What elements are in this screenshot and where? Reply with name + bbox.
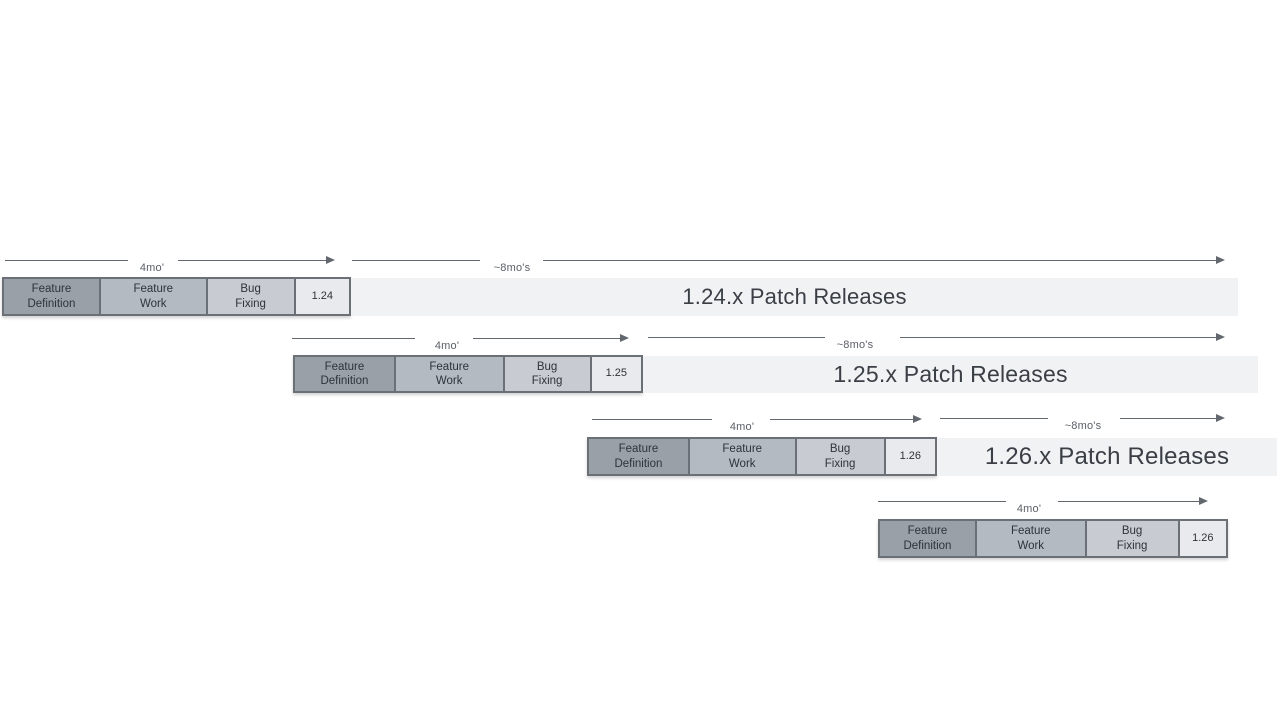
patch-releases-text: 1.25.x Patch Releases [833,361,1068,387]
arrow-line-with-head [178,255,335,264]
patch-duration-label: ~8mo's [832,339,878,351]
phase-label: Feature Work [133,283,174,310]
arrow-line-with-head [1120,413,1225,422]
patch-releases-bar-1-26: 1.26.x Patch Releases [937,438,1277,476]
version-box-next: 1.26 [1179,521,1227,556]
version-label: 1.24 [311,289,334,302]
release-phases-next: Feature Definition Feature Work Bug Fixi… [878,519,1228,558]
patch-cycle-arrow-1-25: ~8mo's [648,332,1225,353]
release-phases-1-25: Feature Definition Feature Work Bug Fixi… [293,355,643,393]
dev-cycle-arrow-next: 4mo' [878,496,1208,517]
dev-cycle-arrow-1-24: 4mo' [5,255,335,276]
patch-releases-text: 1.24.x Patch Releases [682,284,907,309]
version-label: 1.25 [605,367,628,380]
patch-releases-text: 1.26.x Patch Releases [984,443,1230,470]
phase-bug-fixing: Bug Fixing [504,357,592,391]
arrow-line-with-head [473,333,629,342]
phase-label: Feature Work [722,443,763,470]
dev-duration-label: 4mo' [1012,503,1046,515]
phase-label: Feature Definition [614,443,663,470]
arrow-line [292,338,415,339]
arrow-line-with-head [900,332,1225,341]
phase-bug-fixing: Bug Fixing [796,439,886,474]
arrow-line [940,418,1048,419]
patch-cycle-arrow-1-26: ~8mo's [940,413,1225,434]
phase-bug-fixing: Bug Fixing [1086,521,1180,556]
phase-feature-definition: Feature Definition [4,279,101,314]
arrow-line-with-head [543,255,1225,264]
phase-label: Feature Work [1010,525,1051,552]
phase-label: Bug Fixing [235,283,266,310]
arrow-line [592,419,712,420]
arrow-line [648,337,825,338]
phase-label: Feature Work [429,360,470,387]
release-phases-1-26: Feature Definition Feature Work Bug Fixi… [587,437,937,476]
phase-feature-work: Feature Work [395,357,505,391]
phase-feature-work: Feature Work [100,279,208,314]
version-box-1-24: 1.24 [295,279,349,314]
phase-label: Feature Definition [320,360,369,387]
phase-label: Bug Fixing [1116,525,1148,552]
phase-label: Feature Definition [903,525,952,552]
phase-feature-definition: Feature Definition [295,357,396,391]
arrow-line-with-head [1058,496,1208,505]
patch-duration-label: ~8mo's [489,262,535,274]
arrow-line [878,501,1006,502]
phase-feature-work: Feature Work [976,521,1087,556]
version-box-1-25: 1.25 [591,357,642,391]
arrow-line [5,260,128,261]
arrow-line [352,260,480,261]
dev-duration-label: 4mo' [430,340,464,352]
phase-feature-work: Feature Work [689,439,797,474]
phase-label: Feature Definition [27,283,76,310]
release-phases-1-24: Feature Definition Feature Work Bug Fixi… [2,277,351,316]
phase-feature-definition: Feature Definition [589,439,690,474]
version-label: 1.26 [899,449,922,462]
version-label: 1.26 [1192,531,1214,544]
phase-feature-definition: Feature Definition [880,521,977,556]
patch-releases-bar-1-24: 1.24.x Patch Releases [351,278,1238,316]
phase-bug-fixing: Bug Fixing [207,279,296,314]
patch-releases-bar-1-25: 1.25.x Patch Releases [643,356,1258,393]
phase-label: Bug Fixing [824,443,856,470]
arrow-line-with-head [770,414,922,423]
version-box-1-26: 1.26 [885,439,936,474]
dev-duration-label: 4mo' [135,262,169,274]
phase-label: Bug Fixing [531,360,563,387]
patch-cycle-arrow-1-24: ~8mo's [352,255,1225,276]
patch-duration-label: ~8mo's [1060,420,1106,432]
dev-cycle-arrow-1-25: 4mo' [292,333,629,354]
dev-cycle-arrow-1-26: 4mo' [592,414,922,435]
dev-duration-label: 4mo' [725,421,759,433]
